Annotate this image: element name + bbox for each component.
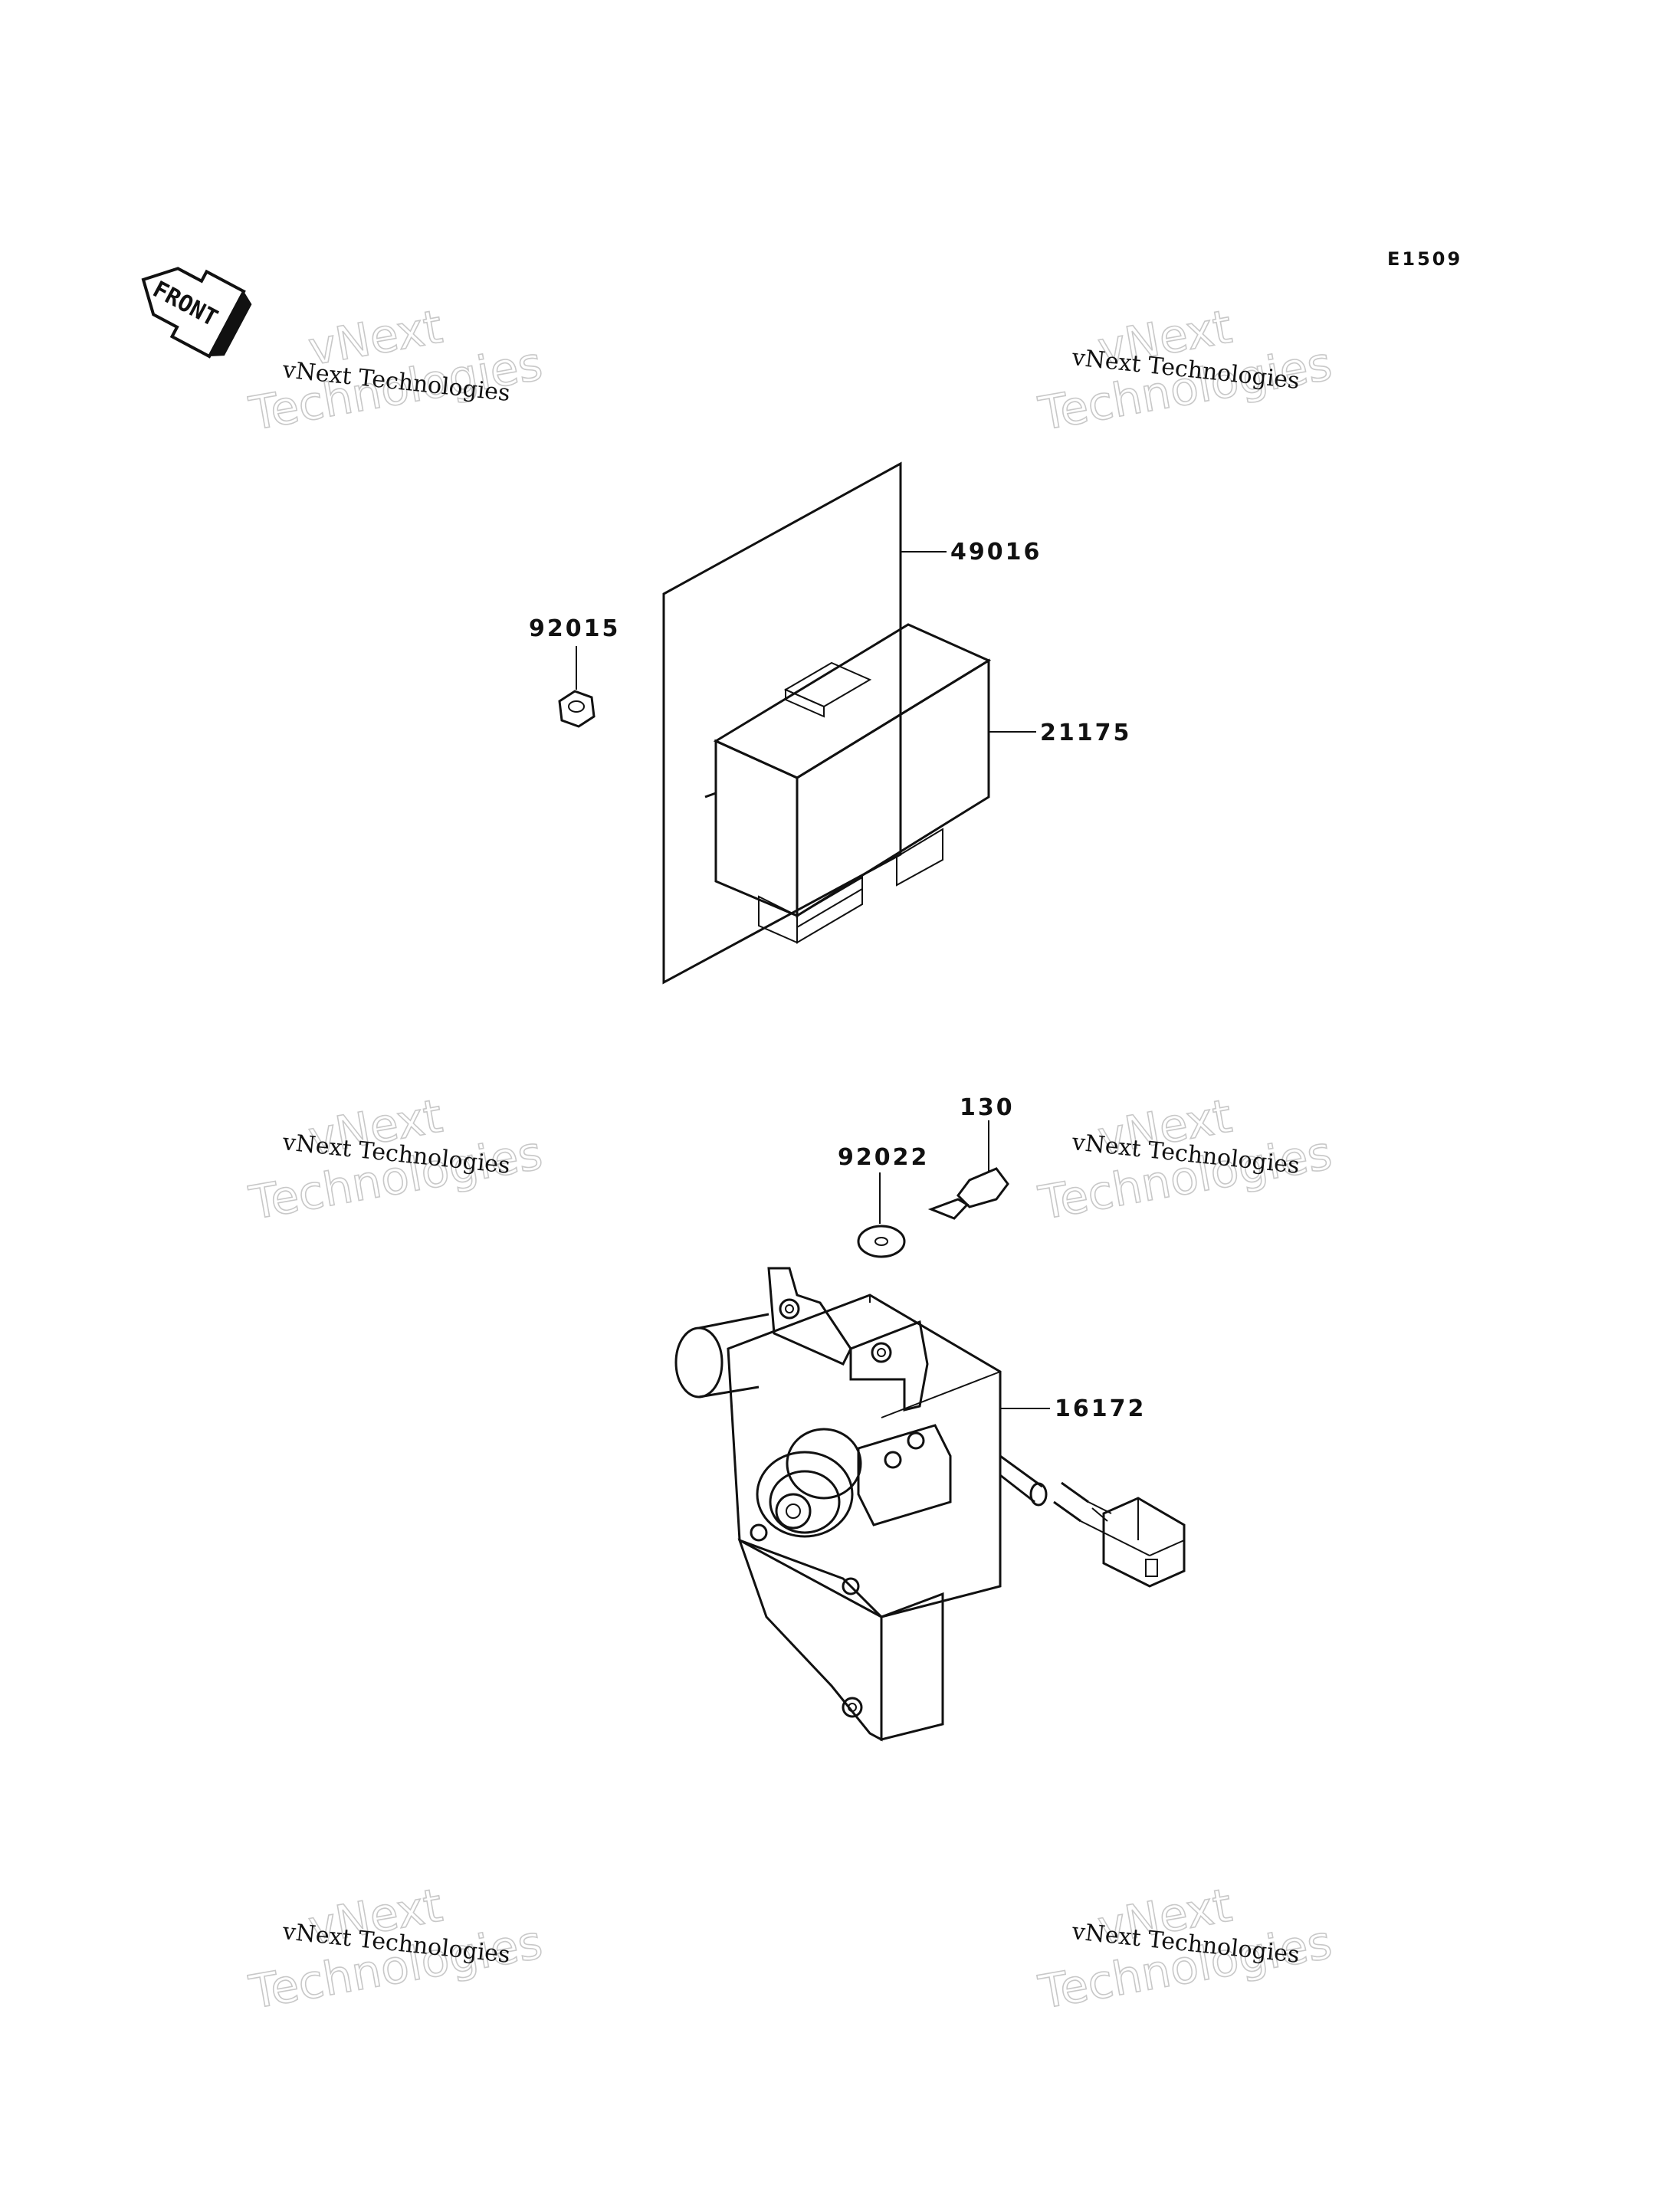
control-unit-21175	[704, 623, 992, 944]
part-label-16172: 16172	[1055, 1395, 1146, 1422]
watermark-top-left: vNext Technologies	[244, 300, 546, 442]
nut-92015	[558, 690, 596, 728]
part-label-92015: 92015	[529, 615, 620, 642]
part-label-49016: 49016	[950, 539, 1042, 566]
part-label-92022: 92022	[838, 1144, 929, 1171]
bracket-sheet-49016	[662, 461, 902, 985]
diagram-code: E1509	[1387, 248, 1462, 270]
part-label-21175: 21175	[1040, 720, 1131, 746]
washer-92022	[857, 1172, 906, 1258]
actuator-16172	[674, 1267, 1186, 1742]
front-arrow-icon: FRONT	[141, 267, 252, 359]
bolt-130	[927, 1120, 1009, 1220]
part-label-130: 130	[960, 1094, 1015, 1121]
